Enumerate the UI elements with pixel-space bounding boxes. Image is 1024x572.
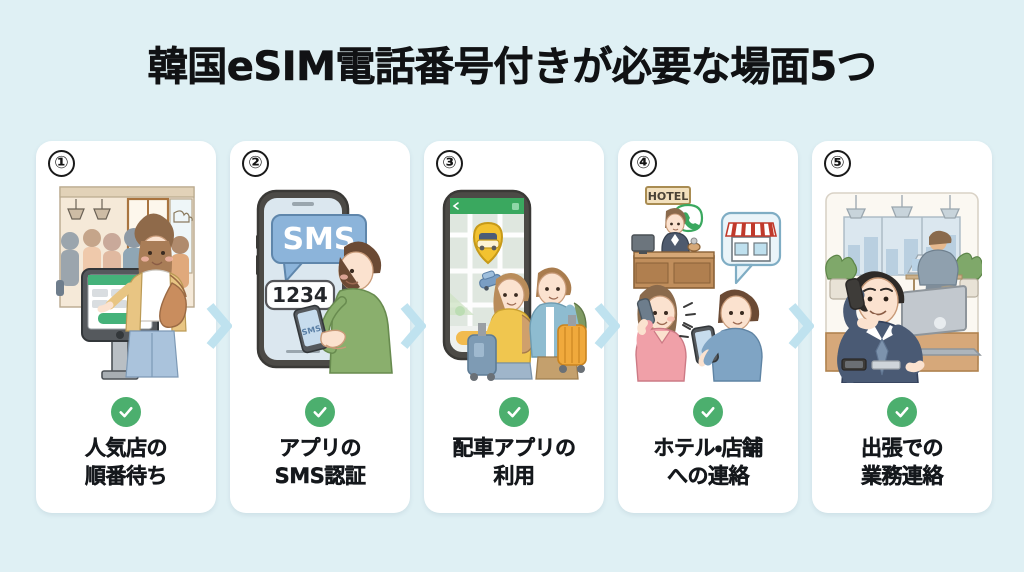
card-caption: 出張での 業務連絡 xyxy=(812,435,992,490)
card-caption: 人気店の 順番待ち xyxy=(36,435,216,490)
card-number-badge: ④ xyxy=(630,150,657,177)
page-title: 韓国eSIM電話番号付きが必要な場面5つ xyxy=(147,44,877,91)
svg-text:HOTEL: HOTEL xyxy=(648,190,689,203)
ride-hailing-illustration xyxy=(434,183,594,383)
card-caption: ホテル・店舗 への連絡 xyxy=(618,435,798,490)
check-circle-icon xyxy=(499,397,529,427)
svg-text:SMS: SMS xyxy=(282,222,355,257)
caption-line-2: SMS認証 xyxy=(274,463,366,488)
cards-row: ① xyxy=(36,141,992,513)
check-circle-icon xyxy=(887,397,917,427)
card-4[interactable]: ④ HOTEL xyxy=(618,141,798,513)
caption-line-1: ホテル・店舗 xyxy=(653,436,763,460)
caption-line-1: 出張での xyxy=(861,436,944,460)
card-number-badge: ⑤ xyxy=(824,150,851,177)
caption-line-1: 配車アプリの xyxy=(452,436,576,460)
card-caption: 配車アプリの 利用 xyxy=(424,435,604,490)
sms-verification-illustration: SMS 1234 xyxy=(240,183,400,383)
card-2[interactable]: ② SMS 1234 xyxy=(230,141,410,513)
svg-text:1234: 1234 xyxy=(272,283,328,307)
card-1[interactable]: ① xyxy=(36,141,216,513)
caption-line-2: 業務連絡 xyxy=(861,463,944,488)
check-circle-icon xyxy=(305,397,335,427)
hotel-shop-contact-illustration: HOTEL xyxy=(628,183,788,383)
queue-kiosk-illustration xyxy=(46,183,206,383)
card-3[interactable]: ③ xyxy=(424,141,604,513)
card-number-badge: ③ xyxy=(436,150,463,177)
check-circle-icon xyxy=(693,397,723,427)
card-5[interactable]: ⑤ xyxy=(812,141,992,513)
caption-line-2: への連絡 xyxy=(667,463,750,488)
card-number-badge: ② xyxy=(242,150,269,177)
business-trip-call-illustration xyxy=(822,183,982,383)
caption-line-2: 利用 xyxy=(493,463,535,488)
caption-line-2: 順番待ち xyxy=(85,463,168,488)
check-circle-icon xyxy=(111,397,141,427)
card-number-badge: ① xyxy=(48,150,75,177)
caption-line-1: 人気店の xyxy=(85,436,168,460)
card-caption: アプリの SMS認証 xyxy=(230,435,410,490)
caption-line-1: アプリの xyxy=(279,436,362,460)
